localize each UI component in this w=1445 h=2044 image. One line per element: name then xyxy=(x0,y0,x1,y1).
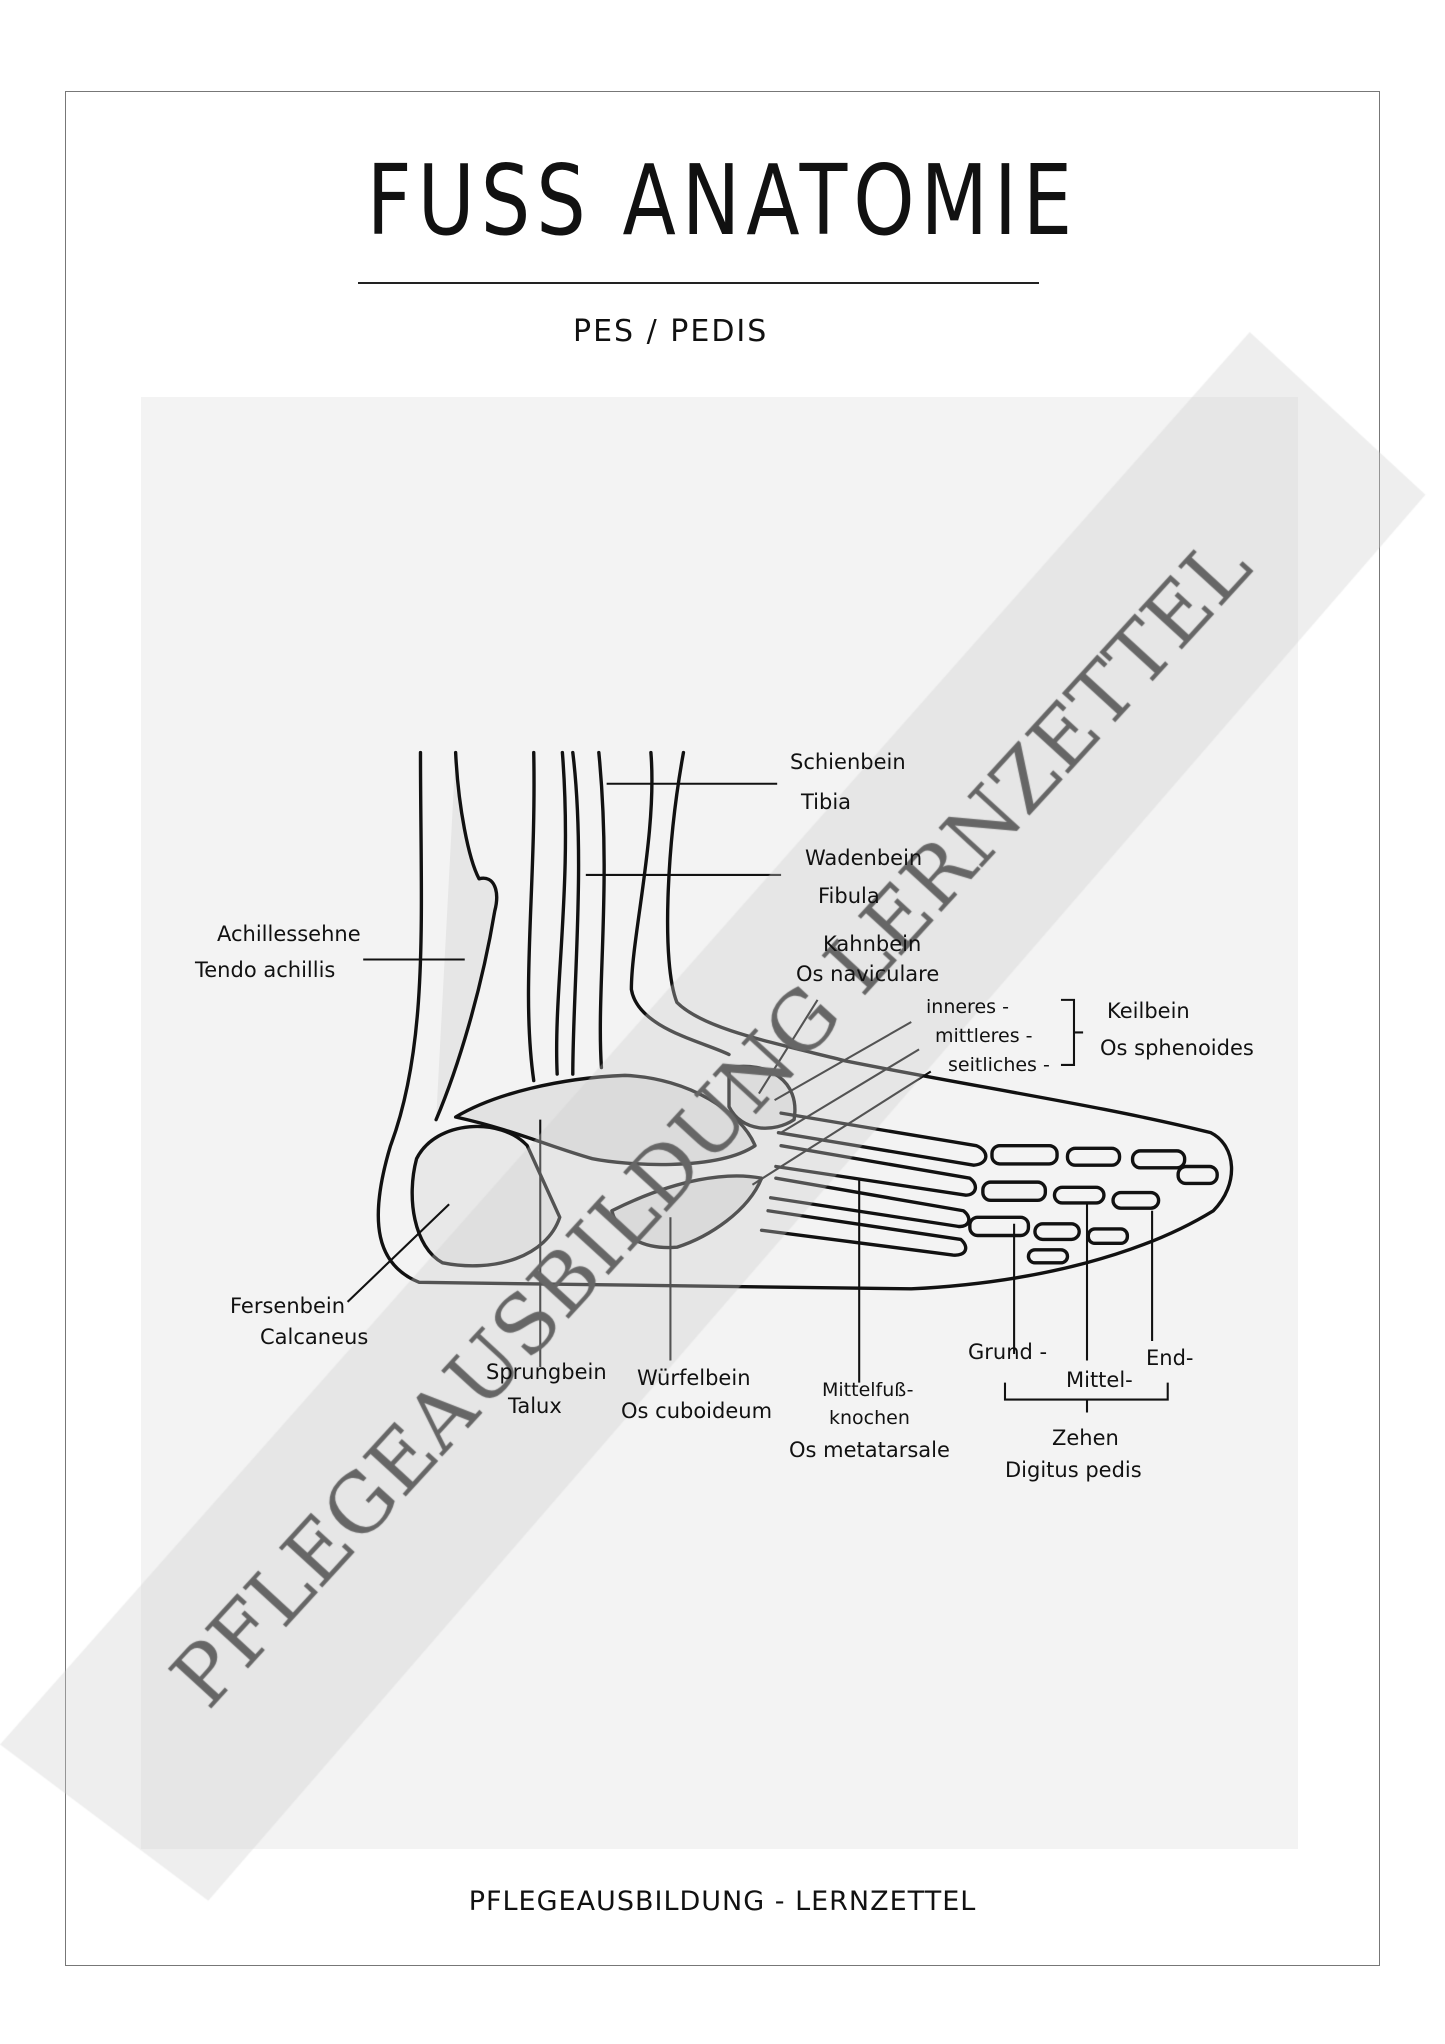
label-knochen: knochen xyxy=(829,1407,910,1429)
label-mittelfuss: Mittelfuß- xyxy=(822,1379,914,1401)
label-kahnbein: Kahnbein xyxy=(823,932,922,956)
label-schienbein: Schienbein xyxy=(790,750,906,774)
label-calcaneus: Calcaneus xyxy=(260,1325,369,1349)
label-digitus-pedis: Digitus pedis xyxy=(1005,1458,1142,1482)
page-footer: PFLEGEAUSBILDUNG - LERNZETTEL xyxy=(468,1886,977,1917)
label-tendo-achillis: Tendo achillis xyxy=(195,958,336,982)
label-sprungbein: Sprungbein xyxy=(486,1360,607,1384)
label-os-sphenoides: Os sphenoides xyxy=(1100,1036,1254,1060)
tibia-bone xyxy=(571,750,731,1076)
navicular-bone xyxy=(727,1064,797,1130)
label-os-naviculare: Os naviculare xyxy=(796,962,940,986)
label-wadenbein: Wadenbein xyxy=(805,846,923,870)
label-achillessehne: Achillessehne xyxy=(217,922,361,946)
label-os-metatarsale: Os metatarsale xyxy=(789,1438,950,1462)
label-grund: Grund - xyxy=(968,1340,1048,1364)
keilbein-bracket xyxy=(1060,998,1084,1067)
metatarsal xyxy=(759,1209,968,1257)
label-zehen: Zehen xyxy=(1052,1426,1119,1450)
phalanges xyxy=(968,1143,1219,1265)
cuboid-bone xyxy=(610,1174,764,1250)
metatarsal xyxy=(776,1111,988,1167)
label-wuerfelbein: Würfelbein xyxy=(637,1366,751,1390)
label-end: End- xyxy=(1146,1346,1194,1370)
label-fersenbein: Fersenbein xyxy=(230,1294,346,1318)
label-os-cuboideum: Os cuboideum xyxy=(621,1399,773,1423)
label-fibula: Fibula xyxy=(818,884,880,908)
label-inneres: inneres - xyxy=(926,996,1009,1018)
calcaneus-bone xyxy=(410,1124,562,1268)
label-seitliches: seitliches - xyxy=(948,1054,1050,1076)
metatarsal xyxy=(768,1176,971,1229)
label-mittel: Mittel- xyxy=(1066,1368,1133,1392)
label-keilbein: Keilbein xyxy=(1107,999,1190,1023)
label-mittleres: mittleres - xyxy=(935,1025,1033,1047)
label-tibia: Tibia xyxy=(801,790,852,814)
label-talux: Talux xyxy=(508,1394,562,1418)
metatarsal xyxy=(774,1143,978,1197)
achilles-tendon xyxy=(434,750,499,1122)
fibula-bone xyxy=(526,750,568,1083)
